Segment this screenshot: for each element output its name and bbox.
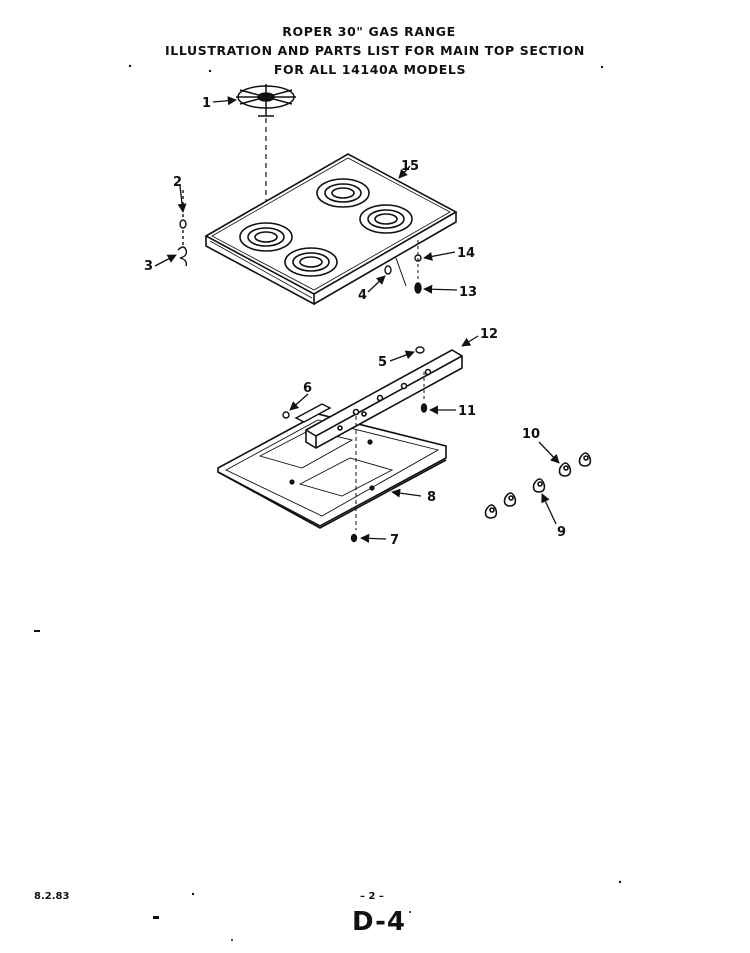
header-subtitle: ILLUSTRATION AND PARTS LIST FOR MAIN TOP… [165,43,585,58]
part-11-screw [420,403,428,413]
part-9-knob-b [503,492,517,507]
part-10-knob-a [558,462,572,477]
part-15-main-top [204,153,458,306]
scan-specks [34,64,622,941]
page-code: D-4 [352,907,406,937]
header-title: ROPER 30" GAS RANGE [282,24,456,39]
callout-8: 8 [427,490,436,505]
callout-5: 5 [378,355,387,370]
part-10-knob-b [578,452,592,467]
callout-arrows [154,96,560,543]
part-4-screw [384,265,392,275]
part-7-screw [350,533,358,543]
callout-1: 1 [202,96,211,111]
callout-6: 6 [303,381,312,396]
revision-date: 8.2.83 [34,891,70,902]
part-1-burner-grate [236,84,296,117]
callout-2: 2 [173,175,182,190]
part-12-manifold [305,349,463,449]
part-13-screw [414,282,422,294]
part-5-screw [415,346,425,354]
part-6-bracket [282,403,332,423]
part-9-knob-a [532,478,546,493]
callout-4: 4 [358,288,367,303]
callout-11: 11 [458,404,476,419]
callout-14: 14 [457,246,475,261]
callout-15: 15 [401,159,419,174]
part-3-clip [177,230,188,267]
leader-part-4b [395,257,407,287]
callout-12: 12 [480,327,498,342]
callout-9: 9 [557,525,566,540]
callout-13: 13 [459,285,477,300]
callout-3: 3 [144,259,153,274]
part-9-knob-c [484,504,498,519]
callout-10: 10 [522,427,540,442]
page-number: – 2 – [360,891,384,902]
header-models: FOR ALL 14140A MODELS [273,62,467,77]
diagram-header: ROPER 30" GAS RANGE ILLUSTRATION AND PAR… [0,22,750,79]
callout-7: 7 [390,533,399,548]
